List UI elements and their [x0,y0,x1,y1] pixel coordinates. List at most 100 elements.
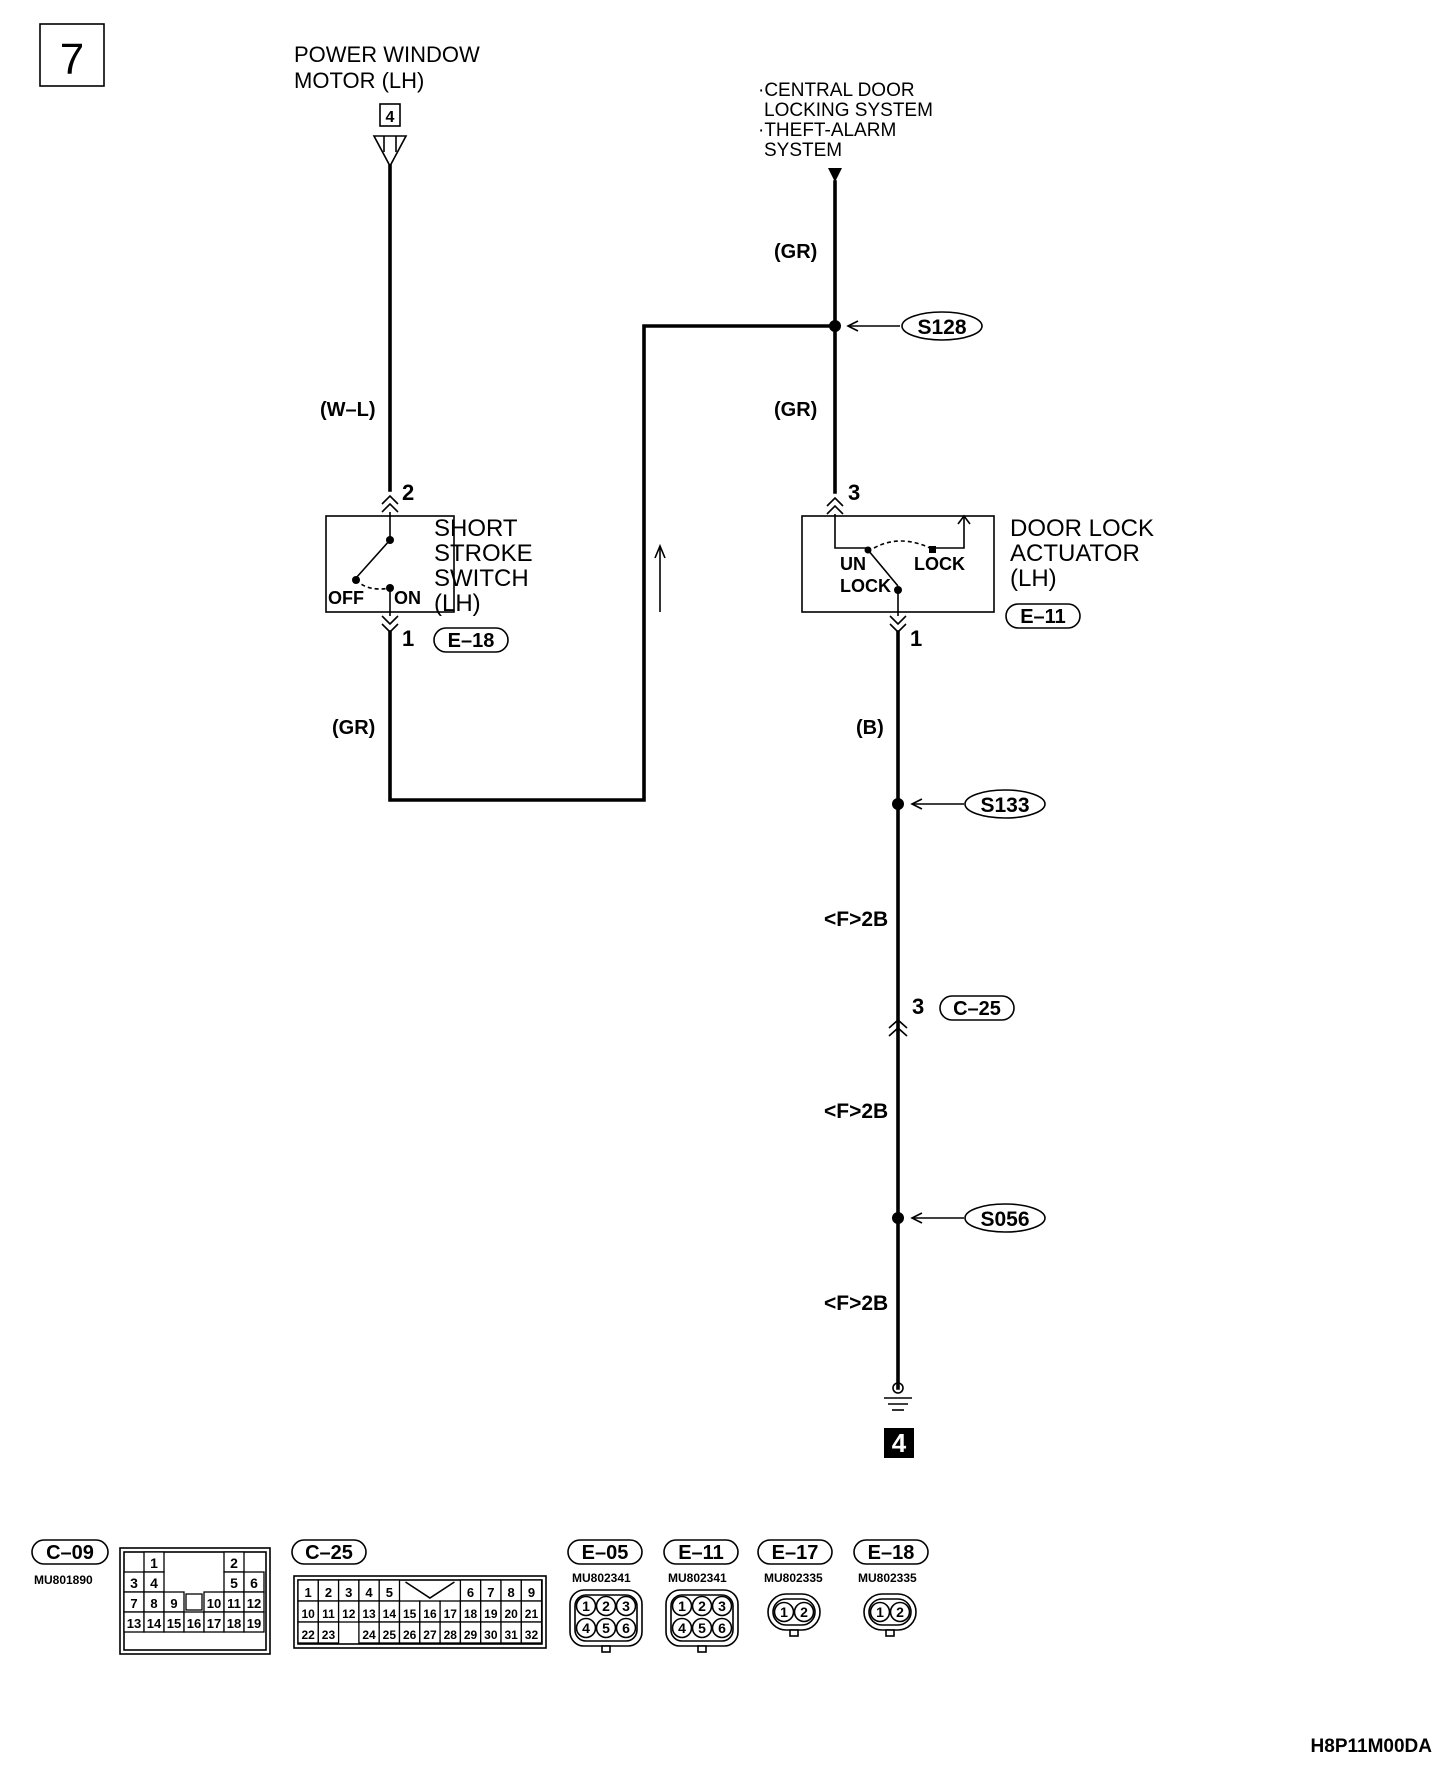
switch-off: OFF [328,588,364,608]
source-line3: ·THEFT-ALARM [758,120,896,141]
splice-s133-label: S133 [980,794,1029,817]
switch-on: ON [394,588,421,608]
e18-name: E–18 [868,1542,915,1564]
short-stroke-switch: 2 OFF ON 1 SHORT STROKE SWITCH (LH) E–18 [325,480,533,653]
pin-label: 23 [322,1628,336,1642]
e17-name: E–17 [772,1542,819,1564]
pin-label: 13 [362,1607,376,1621]
pin-label: 20 [504,1607,518,1621]
pin-label: 6 [622,1620,630,1636]
pin-label: 18 [464,1607,478,1621]
pin-label: 17 [444,1607,458,1621]
pin-label: 17 [207,1616,221,1631]
pin-label: 19 [484,1607,498,1621]
pin-label: 14 [383,1607,397,1621]
splice-s056-label: S056 [980,1208,1029,1231]
ground-number: 4 [892,1428,907,1458]
actuator-label-line1: DOOR LOCK [1010,515,1154,542]
wire-label-b: (B) [856,717,884,739]
e11-part: MU802341 [668,1571,727,1585]
switch-label-line4: (LH) [434,590,481,617]
pin-label: 3 [718,1598,726,1614]
wire-label-gr-top: (GR) [774,241,817,263]
pin-label: 1 [780,1604,788,1620]
pin-label: 4 [582,1620,590,1636]
pin-label: 5 [230,1575,238,1591]
wire-label-f2b-1: <F>2B [824,908,888,931]
pin-label: 2 [602,1598,610,1614]
actuator-unlock-line1: UN [840,554,866,574]
wire-gr-left [388,324,837,802]
motor-label-line2: MOTOR (LH) [294,68,424,93]
pin-label: 29 [464,1628,478,1642]
pin-label: 3 [130,1575,138,1591]
c25-name: C–25 [305,1542,353,1564]
source-line4: SYSTEM [764,140,842,161]
source-line1: ·CENTRAL DOOR [758,80,915,101]
switch-label-line1: SHORT [434,515,518,542]
joint-connector: C–25 [953,998,1001,1020]
pin-label: 16 [187,1616,201,1631]
motor-label-line1: POWER WINDOW [294,42,480,67]
c09-part: MU801890 [34,1573,93,1587]
e17-part: MU802335 [764,1571,823,1585]
pin-label: 9 [170,1596,177,1611]
source-systems: ·CENTRAL DOOR LOCKING SYSTEM ·THEFT-ALAR… [758,80,933,182]
e11-name: E–11 [678,1542,724,1564]
pin-label: 1 [678,1598,686,1614]
wire-label-gr-left: (GR) [332,717,375,739]
actuator-unlock-line2: LOCK [840,576,891,596]
pin-label: 9 [528,1585,535,1600]
actuator-pin-bottom: 1 [910,626,922,651]
splice-s133: S133 [892,789,1046,819]
joint-pin: 3 [912,994,924,1019]
wire-label-gr-mid: (GR) [774,399,817,421]
pin-label: 15 [403,1607,417,1621]
pin-label: 2 [698,1598,706,1614]
actuator-label-line3: (LH) [1010,565,1057,592]
page-number-box: 7 [39,23,105,87]
pin-label: 13 [127,1616,141,1631]
splice-s128-label: S128 [917,316,966,339]
pin-label: 2 [230,1555,238,1571]
pin-label: 19 [247,1616,261,1631]
door-lock-actuator: 3 UN LOCK LOCK 1 DOOR LOCK ACTUATOR (LH)… [801,480,1154,651]
pin-label: 8 [508,1585,515,1600]
switch-connector: E–18 [448,630,495,652]
wire-label-f2b-2: <F>2B [824,1100,888,1123]
pin-label: 25 [383,1628,397,1642]
switch-label-line2: STROKE [434,540,533,567]
pin-label: 3 [622,1598,630,1614]
pin-label: 32 [525,1628,539,1642]
switch-pin-bottom: 1 [402,626,414,651]
splice-s056: S056 [892,1203,1046,1233]
actuator-label-line2: ACTUATOR [1010,540,1140,567]
pin-label: 15 [167,1616,181,1631]
switch-label-line3: SWITCH [434,565,529,592]
pin-label: 18 [227,1616,241,1631]
pin-label: 12 [342,1607,356,1621]
pin-label: 2 [325,1585,332,1600]
actuator-connector: E–11 [1020,606,1066,628]
pin-label: 6 [467,1585,474,1600]
pin-label: 4 [150,1575,158,1591]
wire-label-f2b-3: <F>2B [824,1292,888,1315]
pin-label: 7 [487,1585,494,1600]
e18-part: MU802335 [858,1571,917,1585]
figure-code: H8P11M00DA [1311,1736,1433,1757]
e05-name: E–05 [582,1542,629,1564]
switch-pin-top: 2 [402,480,414,505]
joint-connector-c25: 3 C–25 [888,994,1015,1037]
pin-label: 7 [130,1596,137,1611]
c09-name: C–09 [46,1542,94,1564]
pin-label: 1 [305,1585,312,1600]
pin-label: 5 [602,1620,610,1636]
motor-terminal: 4 [386,109,395,126]
pin-label: 1 [876,1604,884,1620]
pin-label: 10 [207,1596,221,1611]
